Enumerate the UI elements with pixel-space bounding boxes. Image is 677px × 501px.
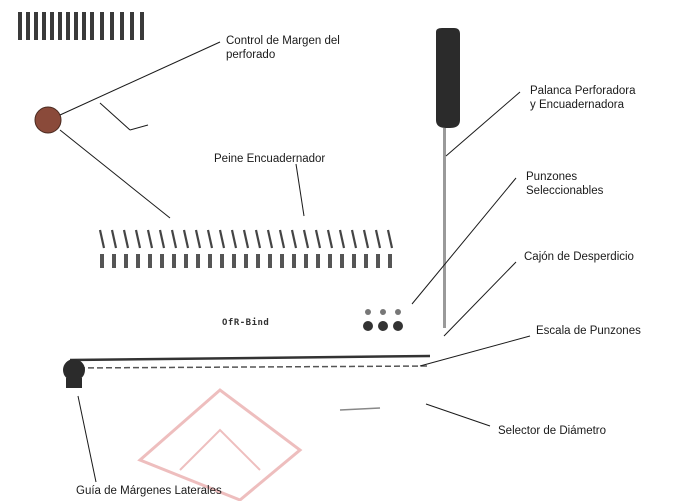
label-peine: Peine Encuadernador <box>214 152 325 166</box>
label-palanca-line1: Palanca Perforadora <box>530 84 635 98</box>
label-cajon: Cajón de Desperdicio <box>524 250 634 264</box>
label-control-margen-line2: perforado <box>226 48 275 62</box>
comb-spine-pieces <box>18 12 144 40</box>
selectable-punches <box>363 309 403 331</box>
binding-comb-lower <box>100 254 392 268</box>
binding-comb <box>100 230 392 248</box>
label-selector: Selector de Diámetro <box>498 424 606 438</box>
punch-scale <box>70 356 430 368</box>
label-punzones-line2: Seleccionables <box>526 184 603 198</box>
label-guia: Guía de Márgenes Laterales <box>76 484 222 498</box>
label-palanca-line2: y Encuadernadora <box>530 98 624 112</box>
label-escala: Escala de Punzones <box>536 324 641 338</box>
side-margin-guide <box>63 359 85 388</box>
label-control-margen-line1: Control de Margen del <box>226 34 340 48</box>
margin-control-knob <box>35 107 61 133</box>
label-punzones-line1: Punzones <box>526 170 577 184</box>
device-brand-text: OfR-Bind <box>222 318 269 328</box>
punch-handle <box>436 28 460 328</box>
diameter-selector <box>340 408 380 410</box>
